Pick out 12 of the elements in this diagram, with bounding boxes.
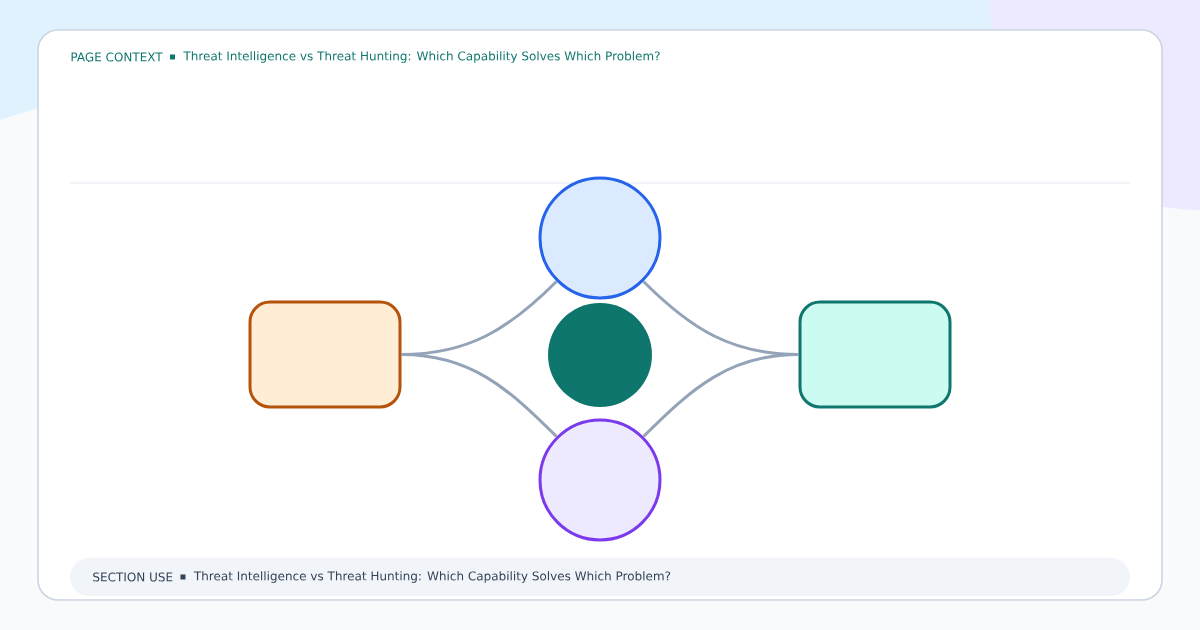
connector-curve xyxy=(642,353,799,438)
circle-node xyxy=(538,176,662,300)
rounded-box xyxy=(248,300,402,409)
footer-text: Threat Intelligence vs Threat Hunting: Which Capability Solves Which Problem? xyxy=(193,571,671,583)
rounded-box xyxy=(798,300,952,409)
circle-node xyxy=(538,418,662,542)
header-label: PAGE CONTEXT xyxy=(71,52,163,62)
connector-curve xyxy=(401,353,558,438)
circle-node xyxy=(548,303,652,407)
footer-label: SECTION USE xyxy=(93,572,173,582)
header-title: Threat Intelligence vs Threat Hunting: Which Capability Solves Which Problem? xyxy=(183,51,660,63)
footer-band xyxy=(70,558,1130,596)
